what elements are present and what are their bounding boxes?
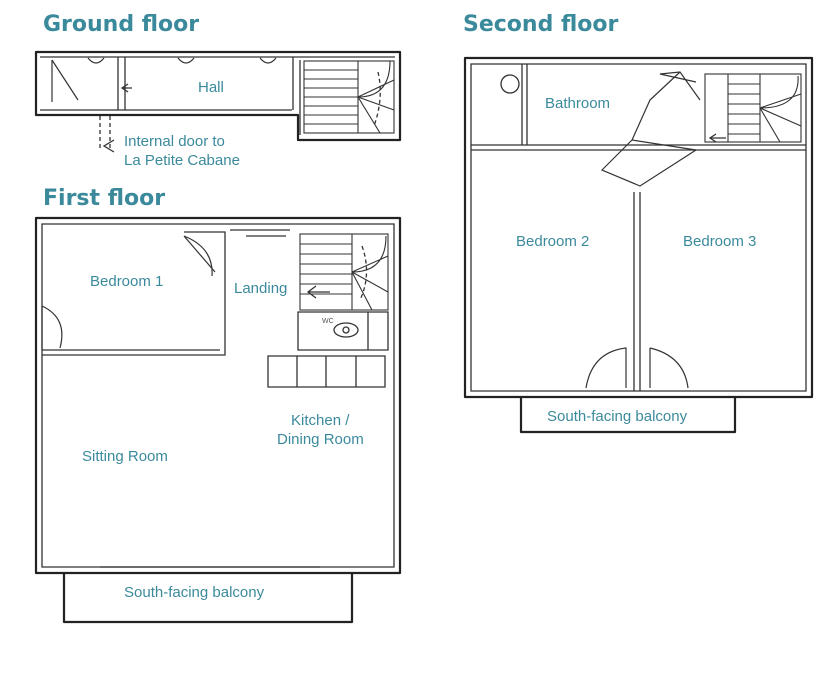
ground-inner-wall-line [40, 56, 395, 111]
first-floor-heading: First floor [43, 186, 165, 211]
kitchen-label-line1: Kitchen / [291, 412, 350, 429]
hall-label: Hall [198, 79, 224, 96]
ground-window-marks [87, 57, 277, 64]
bedroom1-label: Bedroom 1 [90, 273, 163, 290]
wc-label: WC [322, 318, 334, 325]
kitchen-counter [267, 355, 386, 388]
ground-entry-door [51, 59, 79, 102]
bedroom2-balcony-door [585, 347, 627, 389]
ground-floor-heading: Ground floor [43, 12, 199, 37]
ground-outer-wall [34, 50, 402, 142]
internal-door-label-line1: Internal door to [124, 133, 225, 150]
landing-label: Landing [234, 280, 287, 297]
bedroom1-door [183, 235, 216, 277]
bedroom-partition [633, 192, 641, 391]
first-inner-wall-line [41, 223, 395, 568]
first-floor-plan [34, 216, 402, 624]
ground-staircase [303, 60, 395, 134]
second-stair-arrow-icon [708, 133, 726, 143]
sitting-room-label: Sitting Room [82, 448, 168, 465]
ground-arrow-icon [120, 83, 132, 93]
second-floor-plan [463, 56, 814, 434]
first-outer-wall [34, 216, 402, 575]
second-outer-wall [463, 56, 814, 399]
first-stair-arrow-icon [306, 285, 330, 299]
bedroom2-label: Bedroom 2 [516, 233, 589, 250]
second-balcony-label: South-facing balcony [547, 408, 688, 425]
wc-room [297, 311, 389, 351]
toilet-icon [333, 322, 359, 338]
bedroom1-walls [42, 231, 226, 356]
shower-icon [500, 74, 520, 94]
bathroom-label: Bathroom [545, 95, 610, 112]
internal-door-arrow-icon [102, 139, 115, 153]
second-balcony [519, 397, 737, 434]
ground-partition [117, 57, 301, 135]
bedroom3-balcony-door [649, 347, 689, 389]
first-balcony [62, 573, 354, 624]
second-inner-wall-line [470, 63, 807, 392]
bathroom-door [600, 71, 697, 187]
internal-door-label-line2: La Petite Cabane [124, 152, 240, 169]
landing-top-door [230, 229, 290, 237]
second-floor-heading: Second floor [463, 12, 619, 37]
bedroom3-label: Bedroom 3 [683, 233, 756, 250]
first-balcony-label: South-facing balcony [124, 584, 265, 601]
ground-floor-plan [34, 50, 402, 153]
first-staircase [299, 233, 389, 311]
internal-door-marker [99, 116, 111, 148]
second-staircase [704, 73, 802, 143]
bathroom-walls [471, 64, 806, 151]
kitchen-label-line2: Dining Room [277, 431, 364, 448]
bedroom1-side-door [41, 305, 63, 350]
